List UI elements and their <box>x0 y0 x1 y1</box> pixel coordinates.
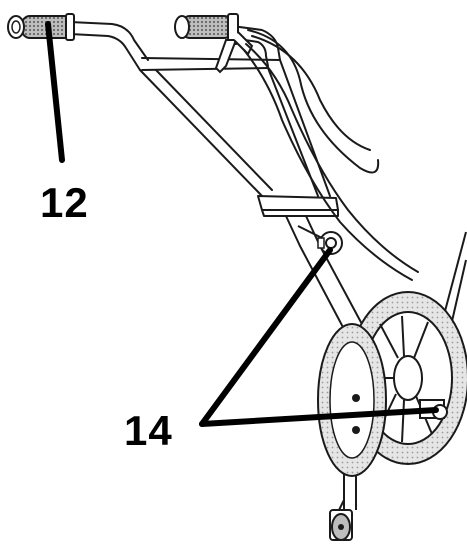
front-caster-wheel <box>329 499 353 541</box>
control-cables <box>243 29 419 281</box>
handlebar <box>69 21 339 217</box>
leader-lines <box>45 21 439 427</box>
tine-dish <box>317 323 387 477</box>
callout-label-12: 12 <box>40 179 89 226</box>
left-grip <box>7 13 75 41</box>
leader-line-14-upper <box>199 247 333 427</box>
right-grip <box>174 13 254 74</box>
callout-label-14: 14 <box>124 407 173 454</box>
leader-line-12 <box>45 21 65 163</box>
leader-line-14-lower <box>199 407 439 427</box>
upper-adjustment-knob <box>297 225 343 255</box>
